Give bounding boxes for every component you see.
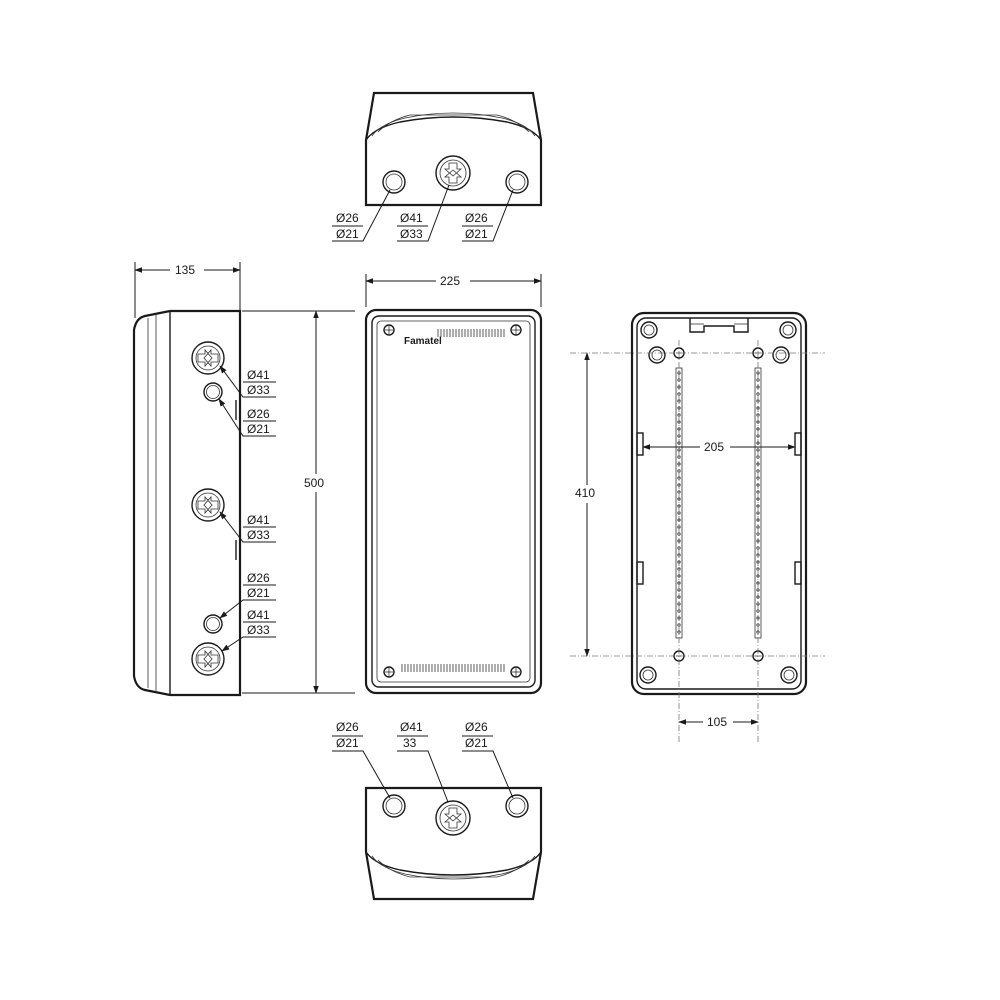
top-left-outer-dia: Ø26	[336, 211, 359, 225]
bottom-hole-right	[505, 794, 529, 818]
bottom-right-inner-dia: Ø21	[465, 736, 488, 750]
vent-slots-top	[437, 329, 505, 337]
bottom-left-inner-dia: Ø21	[336, 736, 359, 750]
side-hole-small-2	[203, 614, 223, 634]
side-5-outer-dia: Ø41	[247, 608, 270, 622]
dim-width: 225	[440, 274, 460, 288]
side-4-inner-dia: Ø21	[247, 586, 270, 600]
dim-mount-width: 205	[704, 440, 724, 454]
top-view: Ø26 Ø21 Ø41 Ø33 Ø26 Ø21	[332, 91, 543, 242]
back-boss-br	[780, 666, 798, 684]
vent-slots-bottom	[401, 664, 505, 672]
side-2-outer-dia: Ø26	[247, 407, 270, 421]
dim-rail-spacing: 105	[707, 715, 727, 729]
side-hole-large-2	[191, 488, 225, 522]
side-hole-large-1	[191, 341, 225, 375]
front-screw-tl	[383, 324, 395, 336]
front-screw-tr	[510, 324, 522, 336]
top-hole-left	[382, 170, 406, 194]
top-right-outer-dia: Ø26	[465, 211, 488, 225]
side-view: 135	[132, 262, 355, 697]
bottom-hole-left	[382, 794, 406, 818]
bottom-view: Ø26 Ø21 Ø41 33 Ø26 Ø21	[332, 720, 543, 901]
front-screw-br	[510, 666, 522, 678]
front-screw-bl	[383, 666, 395, 678]
top-center-outer-dia: Ø41	[400, 211, 423, 225]
bottom-right-outer-dia: Ø26	[465, 720, 488, 734]
brand-logo: Famatel	[404, 336, 442, 347]
bottom-left-outer-dia: Ø26	[336, 720, 359, 734]
back-boss-tr	[779, 321, 797, 339]
dim-mount-height: 410	[575, 486, 595, 500]
side-1-inner-dia: Ø33	[247, 383, 270, 397]
side-5-inner-dia: Ø33	[247, 623, 270, 637]
back-view: 410 205 105	[570, 311, 825, 742]
top-center-inner-dia: Ø33	[400, 227, 423, 241]
side-4-outer-dia: Ø26	[247, 571, 270, 585]
top-left-inner-dia: Ø21	[336, 227, 359, 241]
top-right-inner-dia: Ø21	[465, 227, 488, 241]
dim-height: 500	[304, 476, 324, 490]
side-hole-small-1	[203, 382, 223, 402]
side-2-inner-dia: Ø21	[247, 422, 270, 436]
top-hole-right	[505, 170, 529, 194]
back-boss-ml	[648, 346, 666, 364]
top-hole-center	[435, 155, 471, 191]
side-1-outer-dia: Ø41	[247, 368, 270, 382]
bottom-center-inner-dia: 33	[403, 736, 417, 750]
bottom-hole-center	[435, 800, 471, 836]
side-hole-large-3	[191, 642, 225, 676]
side-3-outer-dia: Ø41	[247, 513, 270, 527]
back-boss-tl	[640, 321, 658, 339]
bottom-center-outer-dia: Ø41	[400, 720, 423, 734]
back-boss-mr	[772, 346, 790, 364]
back-boss-bl	[639, 666, 657, 684]
side-3-inner-dia: Ø33	[247, 528, 270, 542]
front-view: 225 Famatel	[364, 273, 543, 695]
dim-depth: 135	[175, 263, 195, 277]
